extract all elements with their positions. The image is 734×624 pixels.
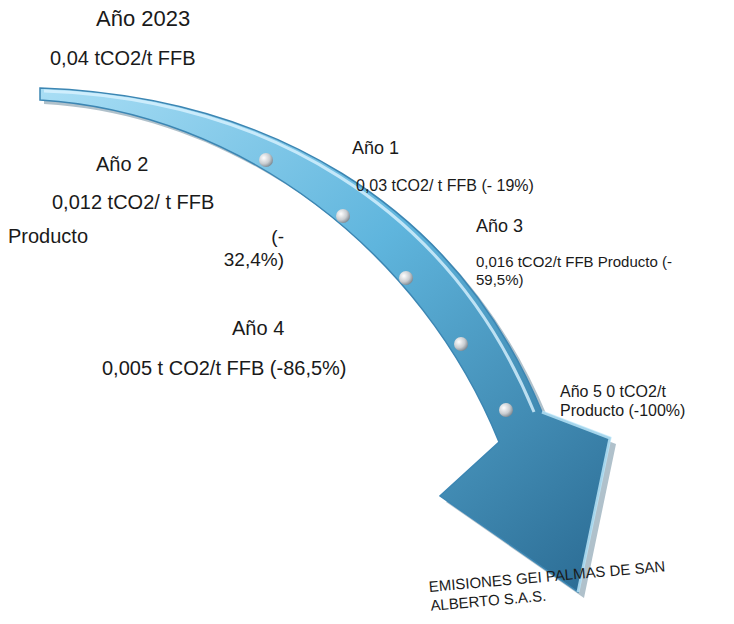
year-label: Año 4: [232, 316, 284, 340]
arrow-highlight: [44, 91, 534, 412]
milestone-dot: [259, 153, 273, 167]
year-label: Año 2: [96, 152, 148, 176]
milestone-dot: [499, 403, 513, 417]
emission-value: 0,005 t CO2/t FFB (-86,5%): [102, 356, 347, 380]
milestone-dot: [336, 209, 350, 223]
emission-value: 0,03 tCO2/ t FFB (- 19%): [356, 176, 534, 195]
year-label: Año 3: [476, 216, 523, 238]
milestone-dot: [454, 337, 468, 351]
emission-value: 0,012 tCO2/ t FFB: [52, 190, 214, 214]
year-label: Año 5 0 tCO2/t Producto (-100%): [560, 382, 710, 420]
emission-value: (- 32,4%): [212, 226, 284, 272]
emission-value: 0,04 tCO2/t FFB: [50, 46, 196, 70]
year-label: Año 2023: [96, 6, 190, 32]
milestone-dot: [399, 271, 413, 285]
emission-value: Producto: [8, 224, 88, 248]
year-label: Año 1: [352, 138, 399, 160]
emission-value: 0,016 tCO2/t FFB Producto (- 59,5%): [476, 253, 681, 289]
curved-arrow: [40, 88, 610, 592]
